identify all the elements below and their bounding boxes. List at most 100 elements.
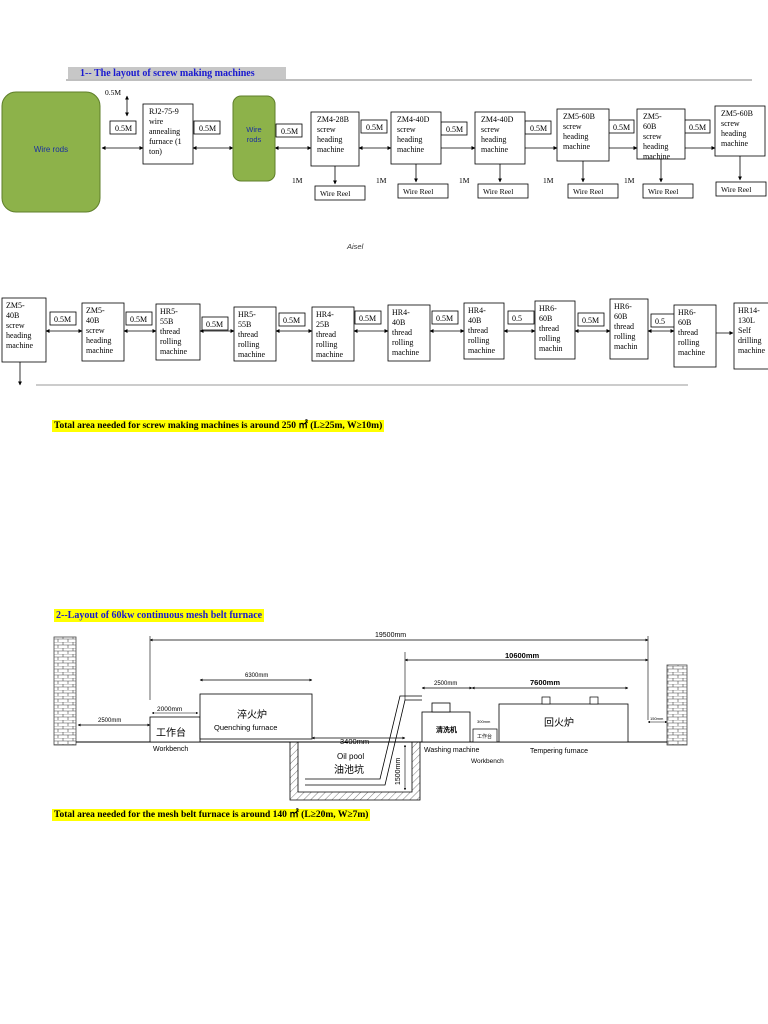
dim-pool-depth-label: 1500mm bbox=[395, 758, 402, 785]
row2-machine-6-line-1: HR4- bbox=[392, 308, 410, 317]
wire-reel-box-4 bbox=[567, 183, 619, 199]
row2-machine-6-line-3: thread bbox=[392, 328, 412, 337]
row2-machine-1-line-4: heading bbox=[6, 331, 31, 340]
row1-machine-4-line-4: machine bbox=[481, 145, 509, 154]
wire-rods-small-line1: Wire bbox=[246, 125, 261, 134]
row2-machine-11-line-5: machine bbox=[738, 346, 766, 355]
wire-reel-label-5: Wire Reel bbox=[648, 187, 678, 196]
row2-machine-2-line-3: screw bbox=[86, 326, 105, 335]
row1-gap-label-6: 0.5M bbox=[530, 124, 547, 133]
row2-machine-10-line-2: 60B bbox=[678, 318, 691, 327]
wire-reel-box-1 bbox=[314, 185, 366, 201]
row2-gap-box-8 bbox=[577, 312, 605, 327]
section2-title: 2--Layout of 60kw continuous mesh belt f… bbox=[54, 609, 265, 622]
row2-machine-10 bbox=[673, 304, 717, 368]
row2-machine-6-line-2: 40B bbox=[392, 318, 405, 327]
row2-machine-5-line-5: machine bbox=[316, 350, 344, 359]
reel-gap-label-5: 1M bbox=[624, 176, 635, 185]
row2-gap-box-4 bbox=[278, 312, 306, 327]
row1-gap-label-1: 0.5M bbox=[115, 124, 132, 133]
row2-machine-9-line-3: thread bbox=[614, 322, 634, 331]
row1-machine-7-line-3: heading bbox=[721, 129, 746, 138]
row2-gap-label-7: 0.5 bbox=[512, 314, 522, 323]
row2-machine-3 bbox=[155, 303, 201, 361]
row2-gap-label-5: 0.5M bbox=[359, 314, 376, 323]
row1-machine-7-line-4: machine bbox=[721, 139, 749, 148]
row2-gap-box-1 bbox=[49, 311, 77, 326]
row1-machine-6-line-5: machine bbox=[643, 152, 671, 161]
row1-gap-box-2 bbox=[193, 120, 221, 135]
row1-gap-label-5: 0.5M bbox=[446, 125, 463, 134]
row2-machine-5-line-3: thread bbox=[316, 330, 336, 339]
small-bench-cn-label: 工作台 bbox=[477, 733, 492, 740]
row1-machine-5-line-4: machine bbox=[563, 142, 591, 151]
row2-machine-1-line-3: screw bbox=[6, 321, 25, 330]
row2-machine-8-line-4: rolling bbox=[539, 334, 560, 343]
row1-gap-label-8: 0.5M bbox=[689, 123, 706, 132]
row2-machine-3-line-2: 55B bbox=[160, 317, 173, 326]
row2-gap-box-5 bbox=[354, 310, 382, 325]
screw-machine-layout-diagram: Wire rods 0.5M 0.5M 0.5M 0.5M 0.5M 0.5M 0.5M 0… bbox=[1, 79, 768, 386]
row2-machine-8-line-3: thread bbox=[539, 324, 559, 333]
wire-reel-label-6: Wire Reel bbox=[721, 185, 751, 194]
reel-gap-label-2: 1M bbox=[376, 176, 387, 185]
wire-rods-block bbox=[1, 91, 101, 213]
dim-left-gap-label: 2500mm bbox=[98, 718, 121, 724]
washer-en-label: Washing machine bbox=[424, 747, 479, 754]
row2-gap-label-9: 0.5 bbox=[655, 317, 665, 326]
wire-rods-label: Wire rods bbox=[34, 145, 68, 154]
row1-machine-1 bbox=[142, 103, 194, 165]
row2-machine-9-line-1: HR6- bbox=[614, 302, 632, 311]
tempering-furnace-vent-2 bbox=[589, 696, 599, 705]
row1-machine-1-line-2: wire bbox=[149, 117, 164, 126]
row2-machine-11 bbox=[733, 302, 768, 370]
row2-machine-3-line-4: rolling bbox=[160, 337, 181, 346]
reel-gap-label-3: 1M bbox=[459, 176, 470, 185]
wire-reel-label-4: Wire Reel bbox=[573, 187, 603, 196]
row2-gap-box-2 bbox=[125, 311, 153, 326]
row1-machine-5-line-2: screw bbox=[563, 122, 582, 131]
row2-machine-2-line-2: 40B bbox=[86, 316, 99, 325]
row2-machine-2-line-1: ZM5- bbox=[86, 306, 105, 315]
row2-gap-label-3: 0.5M bbox=[206, 320, 223, 329]
row2-machine-9 bbox=[609, 298, 649, 360]
oil-pool-en-label: Oil pool bbox=[337, 752, 364, 761]
row2-machine-11-line-2: 130L bbox=[738, 316, 755, 325]
row1-machine-4-line-3: heading bbox=[481, 135, 506, 144]
row2-machine-5 bbox=[311, 306, 355, 362]
row1-machine-2-line-2: screw bbox=[317, 125, 336, 134]
row2-gap-label-1: 0.5M bbox=[54, 315, 71, 324]
row1-machine-6-line-3: screw bbox=[643, 132, 662, 141]
row1-machine-1-line-5: ton) bbox=[149, 147, 162, 156]
row1-gap-box-1 bbox=[109, 120, 137, 135]
row2-machine-8-line-2: 60B bbox=[539, 314, 552, 323]
row1-gap-label-7: 0.5M bbox=[613, 123, 630, 132]
row2-machine-4-line-5: machine bbox=[238, 350, 266, 359]
dim-temper-label: 7600mm bbox=[530, 678, 560, 687]
row2-machine-11-line-1: HR14- bbox=[738, 306, 760, 315]
row2-machine-10-line-3: thread bbox=[678, 328, 698, 337]
furnace-area-note: Total area needed for the mesh belt furn… bbox=[52, 809, 371, 821]
wire-reel-label-1: Wire Reel bbox=[320, 189, 350, 198]
row2-machine-10-line-4: rolling bbox=[678, 338, 699, 347]
wire-reel-box-2 bbox=[397, 183, 449, 199]
row2-machine-1-line-2: 40B bbox=[6, 311, 19, 320]
row2-machine-9-line-5: machin bbox=[614, 342, 638, 351]
row2-machine-2-line-4: heading bbox=[86, 336, 111, 345]
tempering-furnace-vent-1 bbox=[541, 696, 551, 705]
dim-right-label: 10600mm bbox=[505, 651, 540, 660]
row2-machine-7-line-5: machine bbox=[468, 346, 496, 355]
row2-machine-5-line-1: HR4- bbox=[316, 310, 334, 319]
row2-machine-8-line-5: machin bbox=[539, 344, 563, 353]
wire-rods-small-line2: rods bbox=[247, 135, 262, 144]
row1-machine-7 bbox=[714, 105, 766, 157]
row1-machine-2 bbox=[310, 111, 360, 167]
row2-machine-10-line-1: HR6- bbox=[678, 308, 696, 317]
small-workbench bbox=[472, 728, 498, 743]
quenching-furnace bbox=[199, 693, 313, 740]
washing-machine-top bbox=[431, 702, 451, 713]
wire-reel-box-3 bbox=[477, 183, 529, 199]
row2-machine-5-line-2: 25B bbox=[316, 320, 329, 329]
row1-machine-3-line-4: machine bbox=[397, 145, 425, 154]
workbench-height-label: 2000mm bbox=[157, 706, 182, 713]
